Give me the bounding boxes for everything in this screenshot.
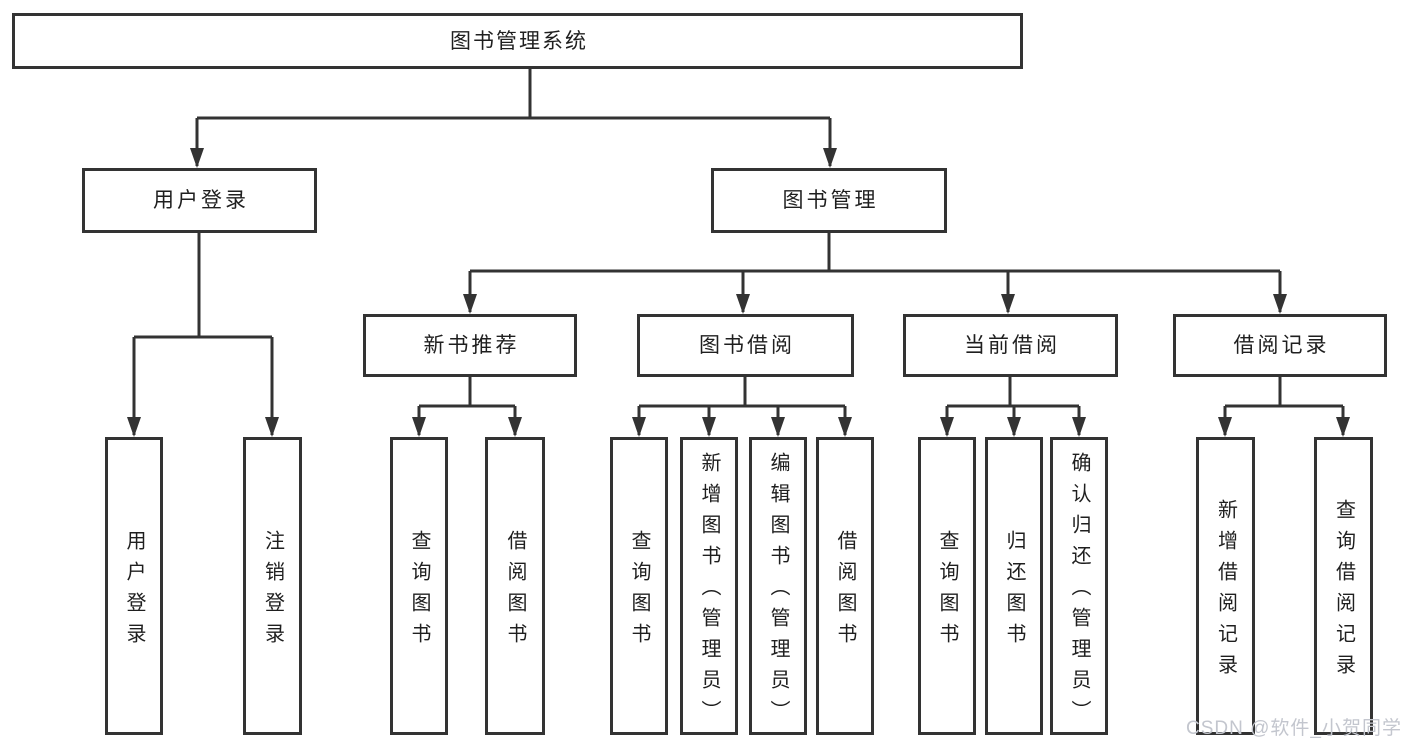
node-label: 编辑图书（管理员） [767, 452, 789, 731]
node-label: 归还图书 [1003, 529, 1025, 654]
node-leaf-logout: 注销登录 [243, 437, 302, 735]
node-leaf-bb-edit-books: 编辑图书（管理员） [749, 437, 807, 735]
node-book-management-branch: 图书管理 [711, 168, 947, 233]
node-label: 新书推荐 [423, 334, 520, 357]
node-library-system: 图书管理系统 [12, 13, 1023, 69]
connector-stems [132, 69, 1345, 435]
node-new-book-recommend: 新书推荐 [363, 314, 577, 377]
node-label: 查询图书 [936, 529, 958, 654]
node-label: 当前借阅 [964, 334, 1060, 357]
node-label: 新增借阅记录 [1214, 498, 1237, 685]
csdn-watermark: CSDN @软件_小贺同学 [1186, 718, 1402, 739]
node-leaf-br-query-record: 查询借阅记录 [1314, 437, 1373, 735]
node-leaf-nb-query-books: 查询图书 [390, 437, 448, 735]
node-label: 借阅图书 [834, 529, 856, 654]
node-label: 图书借阅 [699, 334, 795, 357]
node-book-borrow: 图书借阅 [637, 314, 854, 377]
node-label: 查询借阅记录 [1332, 498, 1355, 685]
node-current-borrow: 当前借阅 [903, 314, 1118, 377]
node-label: 图书管理 [782, 189, 879, 212]
node-label: 用户登录 [123, 529, 145, 654]
node-label: 用户登录 [153, 189, 249, 212]
node-leaf-nb-borrow-books: 借阅图书 [485, 437, 545, 735]
node-leaf-bb-borrow-books: 借阅图书 [816, 437, 874, 735]
node-leaf-br-add-record: 新增借阅记录 [1196, 437, 1255, 735]
arrowheads [127, 148, 1350, 437]
node-label: 注销登录 [261, 529, 284, 654]
node-label: 查询图书 [628, 529, 650, 654]
node-user-login-branch: 用户登录 [82, 168, 317, 233]
node-label: 借阅记录 [1233, 334, 1330, 357]
node-borrow-record: 借阅记录 [1173, 314, 1387, 377]
node-leaf-cb-query-books: 查询图书 [918, 437, 976, 735]
node-label: 图书管理系统 [450, 29, 588, 53]
node-leaf-bb-query-books: 查询图书 [610, 437, 668, 735]
node-label: 查询图书 [408, 529, 430, 654]
node-leaf-cb-return-books: 归还图书 [985, 437, 1043, 735]
node-label: 确认归还（管理员） [1068, 452, 1090, 731]
node-leaf-user-login: 用户登录 [105, 437, 163, 735]
node-label: 新增图书（管理员） [698, 452, 720, 731]
node-label: 借阅图书 [504, 529, 526, 654]
node-leaf-cb-confirm-return: 确认归还（管理员） [1050, 437, 1108, 735]
node-leaf-bb-add-books: 新增图书（管理员） [680, 437, 738, 735]
